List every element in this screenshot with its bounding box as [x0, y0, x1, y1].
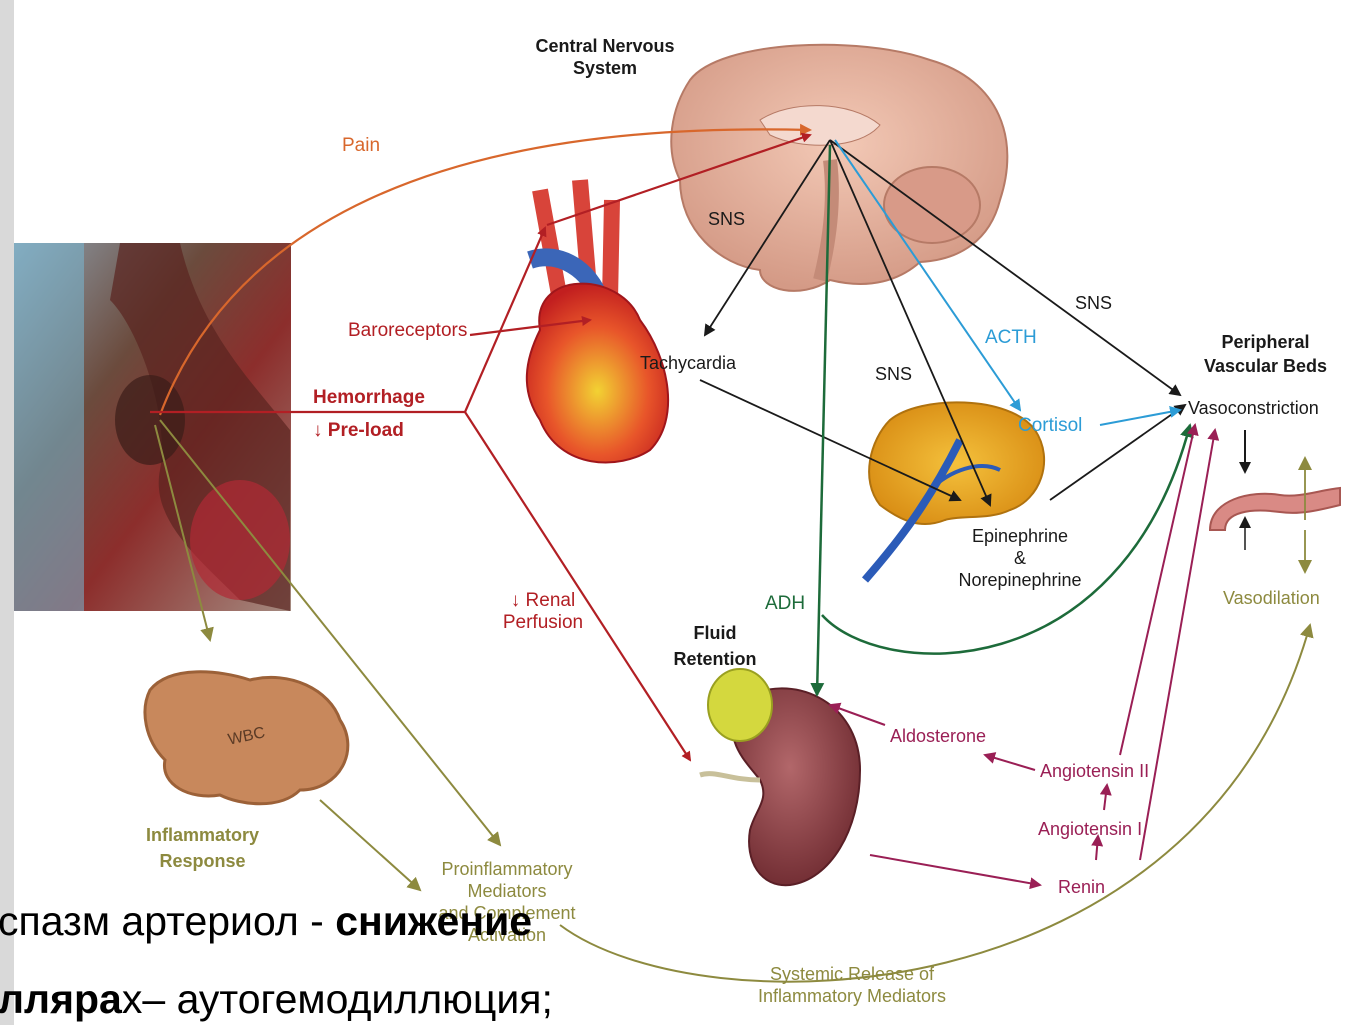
label-angiotensin-ii: Angiotensin II	[1040, 760, 1149, 782]
overlay-line-1-bold: снижение	[335, 898, 532, 944]
label-preload: ↓ Pre-load	[313, 420, 404, 442]
overlay-line-2-bold: лляра	[0, 976, 122, 1022]
overlay-line-2-text: х– аутогемодиллюция;	[122, 976, 553, 1022]
heart-illustration	[527, 180, 668, 462]
overlay-line-1: спазм артериол - снижение	[0, 897, 532, 945]
label-cortisol: Cortisol	[1018, 415, 1082, 437]
label-sns-right: SNS	[1075, 292, 1112, 314]
kidney-illustration	[700, 669, 860, 885]
label-fluid-retention: Fluid Retention	[660, 620, 770, 672]
label-central-nervous-system: Central Nervous System	[505, 35, 705, 79]
label-aldosterone: Aldosterone	[890, 725, 986, 747]
label-hemorrhage: Hemorrhage	[313, 387, 425, 409]
overlay-line-1-text: спазм артериол -	[0, 898, 335, 944]
label-sns-top: SNS	[708, 208, 745, 230]
wound-photo	[14, 243, 291, 611]
label-pain: Pain	[342, 135, 380, 157]
label-angiotensin-i: Angiotensin I	[1038, 818, 1142, 840]
brain-illustration	[671, 45, 1007, 291]
label-peripheral-vascular-beds: Peripheral Vascular Beds	[1178, 330, 1352, 378]
label-renin: Renin	[1058, 876, 1105, 898]
label-vasodilation: Vasodilation	[1223, 587, 1320, 609]
label-sns-mid: SNS	[875, 363, 912, 385]
label-tachycardia: Tachycardia	[640, 352, 736, 374]
label-epinephrine: Epinephrine & Norepinephrine	[930, 525, 1110, 591]
label-baroreceptors: Baroreceptors	[348, 320, 467, 342]
label-vasoconstriction: Vasoconstriction	[1188, 397, 1319, 419]
label-adh: ADH	[765, 593, 805, 615]
label-systemic-release: Systemic Release of Inflammatory Mediato…	[742, 963, 962, 1007]
label-acth: ACTH	[985, 327, 1037, 349]
vessel-illustration	[1210, 488, 1340, 530]
label-renal-perfusion: ↓ Renal Perfusion	[488, 590, 598, 634]
overlay-line-2: ллярах– аутогемодиллюция;	[0, 975, 553, 1023]
label-inflammatory-response: Inflammatory Response	[120, 822, 285, 874]
